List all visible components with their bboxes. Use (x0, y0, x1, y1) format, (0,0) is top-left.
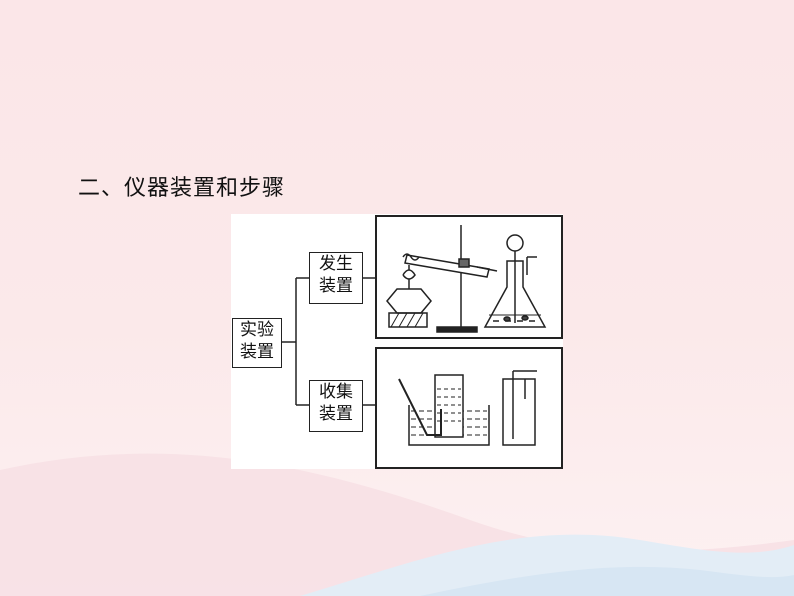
root-box-experiment-apparatus: 实验 装置 (232, 318, 282, 368)
generation-apparatus-box: 发生 装置 (309, 252, 363, 304)
root-label-line1: 实验 (240, 320, 274, 340)
generation-apparatus-panel (375, 215, 563, 339)
generation-label-line2: 装置 (319, 276, 353, 296)
collection-label-line2: 装置 (319, 404, 353, 424)
collection-apparatus-panel (375, 347, 563, 469)
connector-lines (281, 277, 375, 406)
collection-label-line1: 收集 (319, 382, 353, 402)
section-heading: 二、仪器装置和步骤 (78, 176, 286, 201)
collection-apparatus-illustration (398, 370, 537, 446)
generation-apparatus-illustration (386, 225, 547, 333)
apparatus-diagram: 实验 装置 发生 装置 收集 装置 (231, 214, 563, 469)
collection-apparatus-box: 收集 装置 (309, 380, 363, 432)
generation-label-line1: 发生 (319, 254, 353, 274)
root-label-line2: 装置 (240, 342, 274, 362)
